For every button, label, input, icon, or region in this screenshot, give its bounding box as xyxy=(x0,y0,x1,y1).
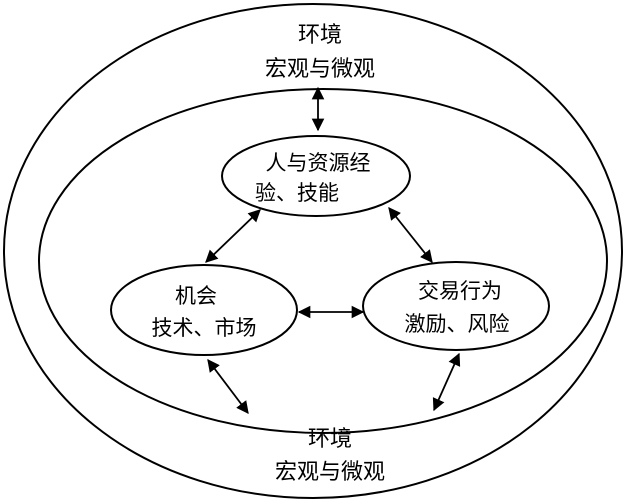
arrow-resources-transaction xyxy=(388,207,433,263)
opportunity-node-line2: 技术、市场 xyxy=(152,316,257,340)
arrow-transaction-environment xyxy=(432,352,461,412)
top-environment-title: 环境 xyxy=(298,23,342,48)
outer-environment-ellipse xyxy=(3,3,623,499)
arrow-resources-opportunity xyxy=(205,209,261,263)
transaction-node-ellipse xyxy=(362,261,550,351)
resources-node-line2: 验、技能 xyxy=(255,181,339,205)
arrow-opportunity-environment xyxy=(207,358,249,415)
opportunity-node-ellipse xyxy=(110,264,298,356)
bottom-environment-title: 环境 xyxy=(308,427,352,452)
resources-node-ellipse xyxy=(221,135,411,217)
transaction-node-line1: 交易行为 xyxy=(418,279,502,303)
transaction-node-line2: 激励、风险 xyxy=(405,312,510,336)
bottom-environment-subtitle: 宏观与微观 xyxy=(275,460,385,485)
opportunity-node-line1: 机会 xyxy=(175,284,217,308)
top-environment-subtitle: 宏观与微观 xyxy=(265,57,375,82)
resources-node-line1: 人与资源经 xyxy=(266,151,371,175)
